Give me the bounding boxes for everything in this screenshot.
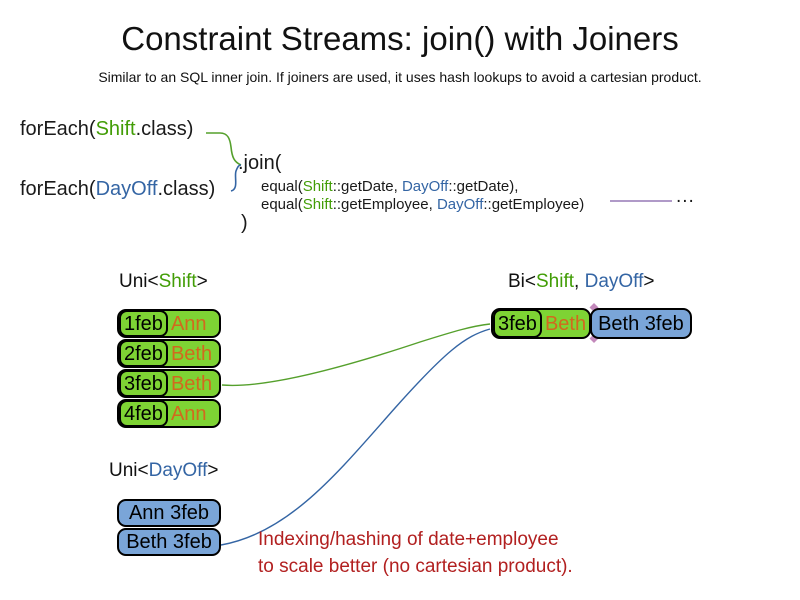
code-text: .class) [157,178,216,200]
uni-dayoff-table: Ann 3feb Beth 3feb [117,499,221,557]
label-text: > [207,460,219,481]
dayoff-class-token: DayOff [148,460,208,481]
code-text: .class) [135,118,194,140]
code-text: equal( [261,196,303,213]
label-text: Uni< [109,460,149,481]
more-joiners-ellipsis: ... [676,186,695,207]
bi-dayoff-part: Beth 3feb [590,308,692,339]
dayoff-match-curve [220,328,491,546]
shift-class-token: Shift [302,178,333,195]
shift-class-token: Shift [536,271,575,292]
page-title: Constraint Streams: join() with Joiners [121,20,679,57]
dayoff-row: Beth 3feb [117,528,221,556]
label-text: Bi< [508,271,536,292]
annotation-line: to scale better (no cartesian product). [258,556,573,577]
code-text: ::getDate), [448,178,519,195]
uni-dayoff-label: Uni<DayOff> [109,460,219,482]
code-foreach-shift: forEach(Shift.class) [20,118,193,141]
shift-class-token: Shift [95,118,136,140]
dayoff-class-token: DayOff [401,178,449,195]
code-text: ::getDate, [332,178,402,195]
brace-shift-line [206,132,242,166]
shift-employee-cell: Beth [170,372,213,395]
shift-date-cell: 3feb [119,370,168,397]
code-join-close: ) [241,212,248,234]
shift-date-cell: 1feb [119,310,168,337]
shift-class-token: Shift [158,271,197,292]
shift-employee-cell: Ann [170,312,207,335]
code-joiner-employee: equal(Shift::getEmployee, DayOff::getEmp… [261,196,584,213]
shift-date-cell: 2feb [119,340,168,367]
dayoff-class-token: DayOff [436,196,484,213]
page-subtitle: Similar to an SQL inner join. If joiners… [98,69,702,85]
code-foreach-dayoff: forEach(DayOff.class) [20,178,215,201]
shift-match-curve [221,323,491,387]
code-text: forEach( [20,178,96,200]
uni-shift-label: Uni<Shift> [119,271,208,293]
code-text: ::getEmployee) [483,196,585,213]
code-text: ::getEmployee, [332,196,437,213]
code-joiner-date: equal(Shift::getDate, DayOff::getDate), [261,178,518,195]
label-text: Uni< [119,271,159,292]
shift-employee-cell: Beth [170,342,213,365]
label-text: , [574,271,585,292]
shift-class-token: Shift [302,196,333,213]
shift-date-cell: 4feb [119,400,168,427]
dayoff-row: Ann 3feb [117,499,221,527]
dayoff-class-token: DayOff [95,178,158,200]
shift-date-cell: 3feb [493,309,542,338]
label-text: > [196,271,208,292]
code-text: equal( [261,178,303,195]
label-text: > [643,271,655,292]
indexing-annotation: Indexing/hashing of date+employee to sca… [258,526,573,580]
bi-label: Bi<Shift, DayOff> [508,271,654,293]
annotation-line: Indexing/hashing of date+employee [258,529,559,550]
code-join-open: .join( [238,152,282,174]
code-text: forEach( [20,118,96,140]
shift-employee-cell: Beth [544,312,587,335]
dayoff-class-token: DayOff [584,271,644,292]
shift-employee-cell: Ann [170,402,207,425]
